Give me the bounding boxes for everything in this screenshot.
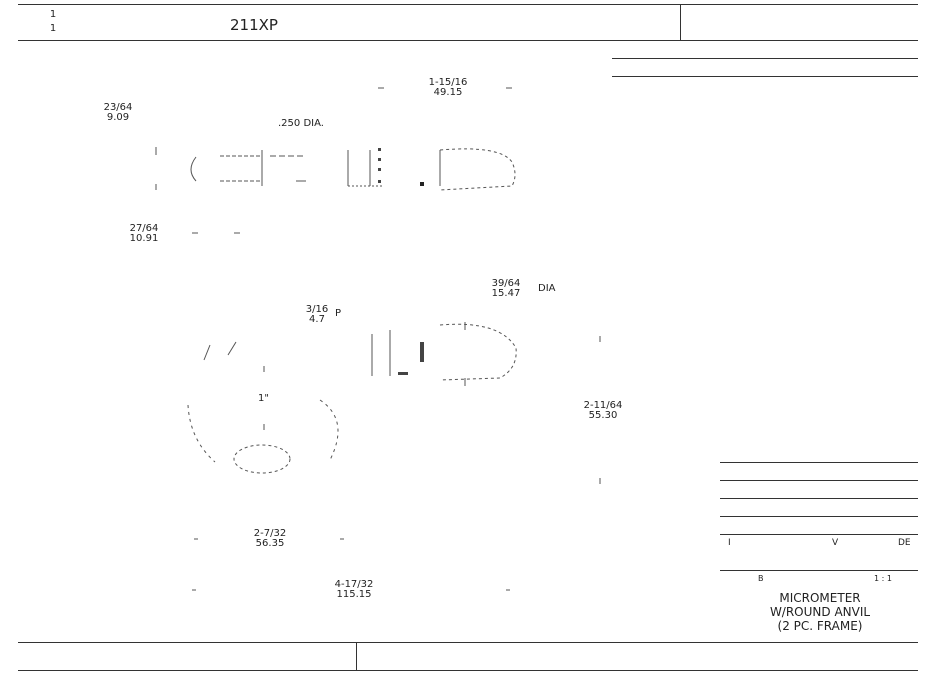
tb-line-3 <box>720 498 918 499</box>
bottom-border <box>18 670 918 671</box>
dim-frame-height: 2-11/64 55.30 <box>580 401 626 421</box>
dim-lower-offset: 27/64 10.91 <box>126 224 162 244</box>
notes-line-2 <box>612 76 918 77</box>
part-number: 211XP <box>230 16 278 34</box>
header-bottom-border <box>18 40 918 41</box>
dim-overall-length-frac: 1-15/16 <box>428 77 468 88</box>
dim-throat: 2-7/32 56.35 <box>250 529 290 549</box>
dim-overall-length-mm: 49.15 <box>433 87 463 98</box>
dim-thimble-dia-suffix: DIA <box>538 283 556 294</box>
tb-small-left: B <box>758 574 764 583</box>
tb-line-6 <box>720 570 918 571</box>
sheet-number-bottom: 1 <box>49 23 57 34</box>
tb-row-left: I <box>728 538 731 548</box>
dim-pitch: 3/16 4.7 <box>302 305 332 325</box>
tb-line-1 <box>720 462 918 463</box>
dim-frame-height-mm: 55.30 <box>588 410 618 421</box>
dim-thimble-dia: 39/64 15.47 <box>488 279 524 299</box>
dim-left-offset: 23/64 9.09 <box>100 103 136 123</box>
dim-total-mm: 115.15 <box>336 589 372 600</box>
dim-overall-length: 1-15/16 49.15 <box>425 78 471 98</box>
dim-total-frac: 4-17/32 <box>334 579 374 590</box>
title-line-1: MICROMETER <box>779 591 861 605</box>
tb-line-4 <box>720 516 918 517</box>
tb-row-mid: V <box>832 538 839 548</box>
dim-thimble-dia-frac: 39/64 <box>491 278 521 289</box>
dim-lower-offset-frac: 27/64 <box>129 223 159 234</box>
tb-line-2 <box>720 480 918 481</box>
tb-small-right: 1 : 1 <box>874 574 892 583</box>
sheet-number-top: 1 <box>49 9 57 20</box>
tb-line-5 <box>720 534 918 535</box>
dim-lower-offset-mm: 10.91 <box>129 233 159 244</box>
title-line-3: (2 PC. FRAME) <box>777 619 863 633</box>
header-divider <box>680 4 681 40</box>
dim-pitch-suffix: P <box>335 308 342 319</box>
title-line-2: W/ROUND ANVIL <box>769 605 871 619</box>
tb-row-right: DE <box>898 538 911 548</box>
dim-total: 4-17/32 115.15 <box>328 580 380 600</box>
dim-left-offset-frac: 23/64 <box>103 102 133 113</box>
bottom-border-top <box>18 642 918 643</box>
dim-thimble-dia-mm: 15.47 <box>491 288 521 299</box>
drawing-title: MICROMETER W/ROUND ANVIL (2 PC. FRAME) <box>740 591 900 633</box>
dim-pitch-frac: 3/16 <box>305 304 329 315</box>
dim-pitch-mm: 4.7 <box>309 314 325 325</box>
dim-throat-frac: 2-7/32 <box>253 528 287 539</box>
top-border <box>18 4 918 5</box>
notes-line-1 <box>612 58 918 59</box>
bottom-divider <box>356 642 357 670</box>
hub-label: 1" <box>258 393 269 404</box>
dim-pin-dia: .250 DIA. <box>278 118 324 129</box>
dim-left-offset-mm: 9.09 <box>106 112 130 123</box>
dim-throat-mm: 56.35 <box>255 538 285 549</box>
dim-frame-height-frac: 2-11/64 <box>583 400 623 411</box>
